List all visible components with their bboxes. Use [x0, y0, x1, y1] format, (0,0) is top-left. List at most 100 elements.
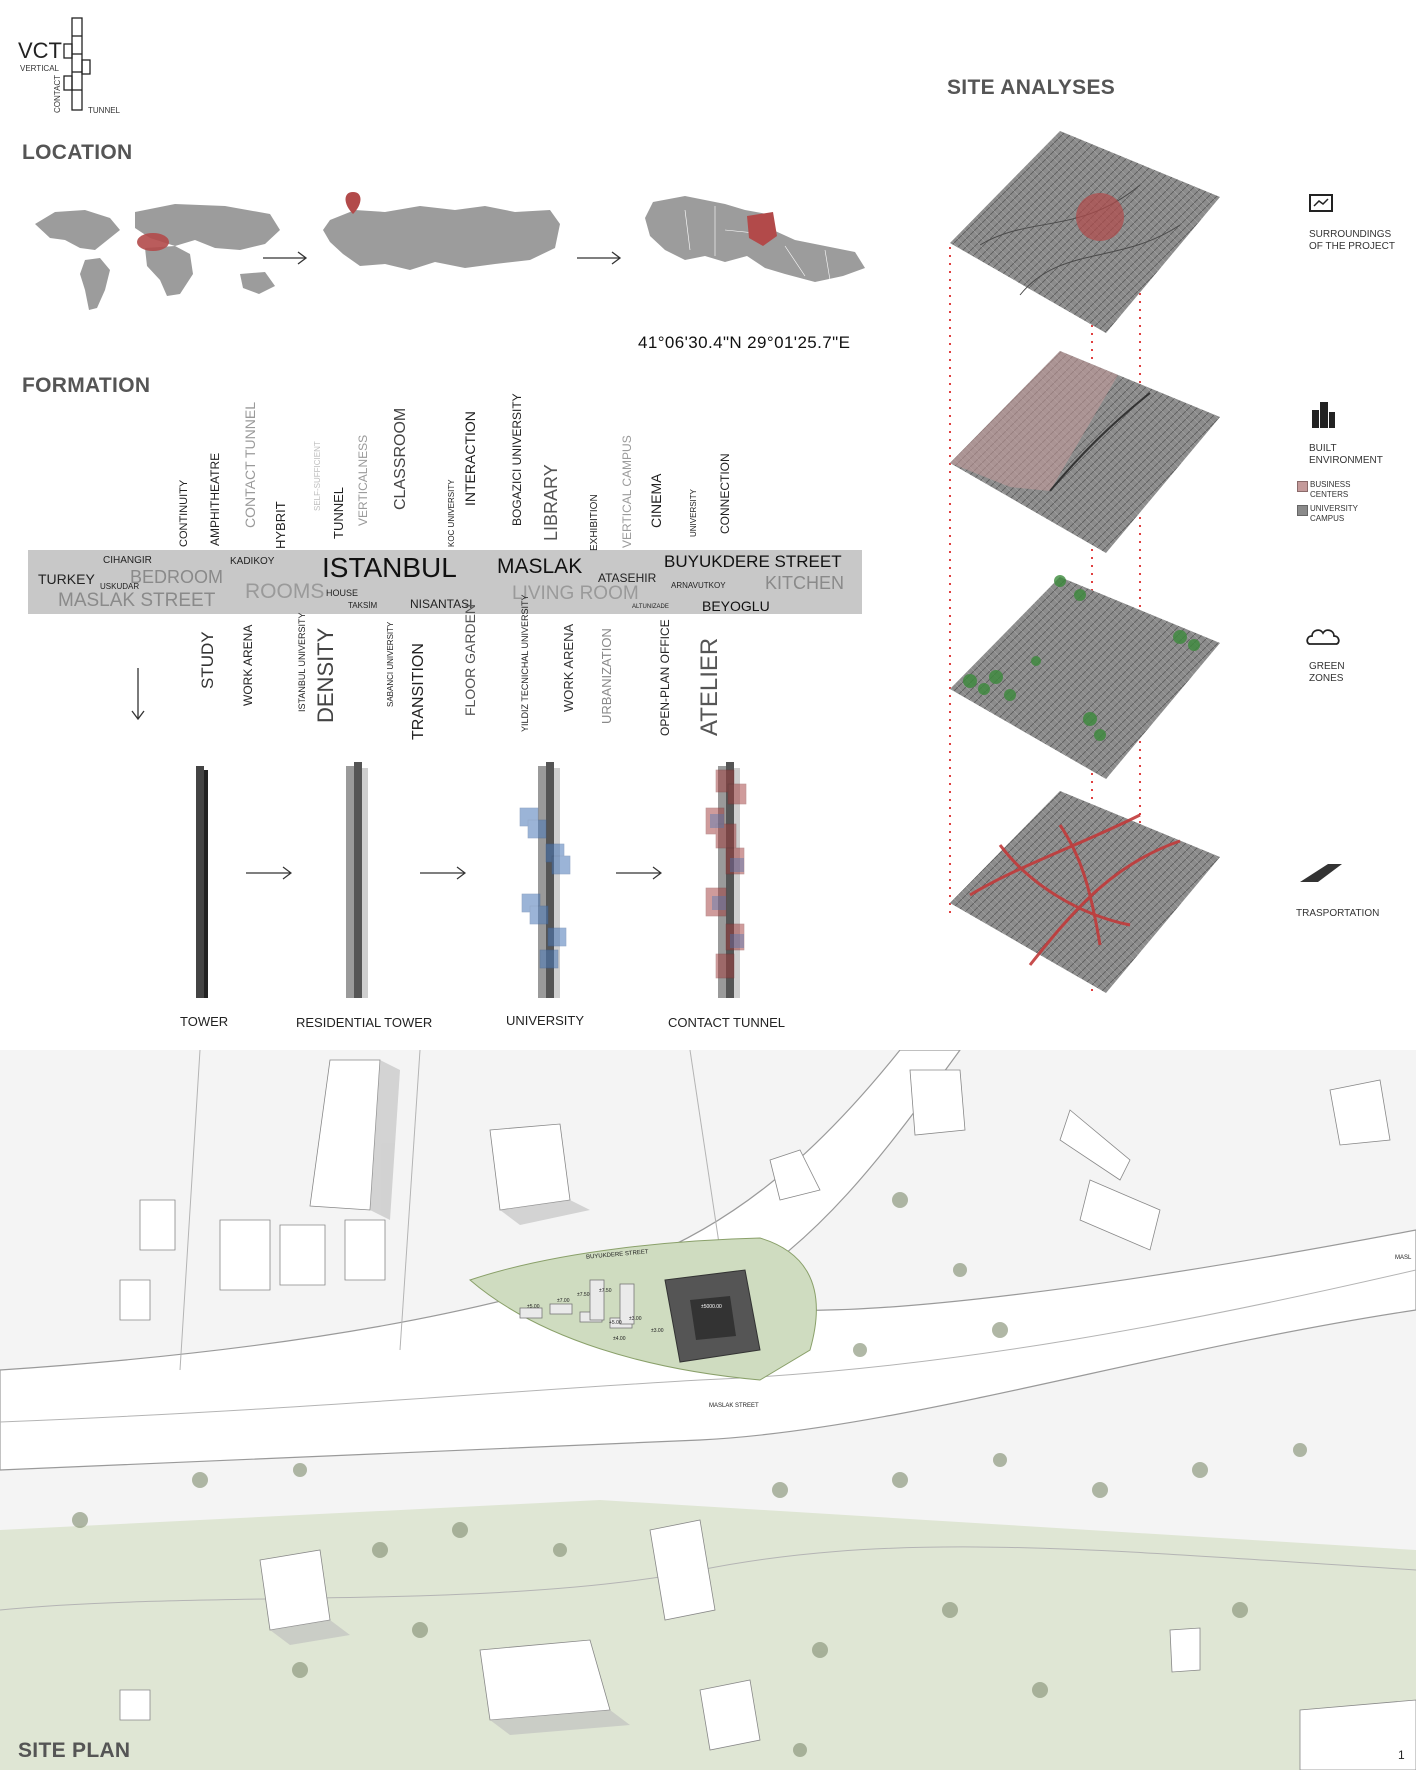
site-analysis-layers — [949, 131, 1220, 995]
arrow-icon — [577, 251, 622, 265]
formation-word-band — [28, 550, 862, 614]
level-label: ±3.00 — [629, 1316, 642, 1322]
layer-surroundings — [950, 131, 1220, 333]
up-word: KOC UNIVERSITY — [447, 479, 456, 547]
band-word: BEDROOM — [130, 567, 224, 587]
formation-heading: FORMATION — [22, 374, 151, 397]
down-word: FLOOR GARDEN — [462, 603, 478, 716]
project-site — [469, 1237, 817, 1381]
down-word: OPEN-PLAN OFFICE — [658, 619, 672, 736]
up-word: TUNNEL — [331, 486, 346, 539]
university-tower-model — [519, 762, 571, 998]
layer-connectors — [949, 245, 1141, 995]
band-word: MASLAK STREET — [58, 590, 216, 611]
site-plan-map — [0, 1050, 1416, 1770]
location-coordinates: 41°06'30.4"N 29°01'25.7"E — [638, 333, 851, 352]
band-word: ROOMS — [245, 580, 325, 603]
legend-surroundings: SURROUNDINGS OF THE PROJECT — [1309, 229, 1395, 252]
up-word: LIBRARY — [541, 464, 561, 541]
down-word: TRANSITION — [410, 643, 427, 740]
band-word: ISTANBUL — [322, 552, 457, 583]
band-word: USKUDAR — [100, 582, 140, 591]
istanbul-map — [645, 196, 865, 282]
site-edge-label: MASL — [1395, 1255, 1412, 1261]
tower-model — [196, 766, 208, 998]
down-word: SABANCI UNIVERSITY — [386, 621, 395, 707]
arrow-icon — [246, 866, 292, 880]
location-heading: LOCATION — [22, 141, 133, 164]
legend-transport: TRASPORTATION — [1296, 908, 1380, 919]
up-word: EXHIBITION — [589, 494, 600, 551]
band-word: TURKEY — [38, 571, 95, 587]
down-word: DENSITY — [313, 627, 338, 723]
down-word: WORK ARENA — [241, 624, 255, 706]
level-label: ±7.00 — [557, 1298, 570, 1304]
contact-tunnel-model — [705, 762, 747, 998]
layer-built — [950, 351, 1220, 553]
built-environment-icon — [1312, 402, 1335, 428]
up-word: HYBRIT — [273, 501, 288, 549]
up-word: AMPHITHEATRE — [208, 452, 222, 546]
band-word: ALTUNIZADE — [632, 604, 669, 610]
up-word: CINEMA — [648, 473, 664, 528]
business-swatch — [1297, 481, 1308, 492]
logo-word-tunnel: TUNNEL — [88, 106, 121, 115]
page-number: 1 — [1398, 1748, 1405, 1762]
up-word: CONNECTION — [718, 453, 732, 534]
residential-tower-model — [346, 762, 368, 998]
up-word: VERTICALNESS — [356, 434, 370, 526]
band-word: KADIKOY — [230, 556, 275, 567]
up-word: UNIVERSITY — [689, 488, 698, 537]
level-label: +5.00 — [609, 1320, 622, 1326]
layer-transport — [950, 791, 1220, 993]
site-street-label-maslak: MASLAK STREET — [709, 1403, 759, 1409]
tower-caption: RESIDENTIAL TOWER — [296, 1015, 433, 1030]
tower-evolution — [196, 762, 747, 998]
legend-built: BUILT ENVIRONMENT — [1309, 443, 1383, 466]
legend-campus: UNIVERSITY CAMPUS — [1310, 504, 1358, 523]
logo-acronym: VCT — [18, 38, 62, 63]
surroundings-icon — [1309, 194, 1333, 212]
band-word: NISANTASI — [410, 597, 473, 611]
world-map — [35, 204, 280, 310]
logo-word-contact: CONTACT — [53, 74, 62, 113]
band-word: TAKSİM — [348, 601, 378, 610]
world-highlight — [137, 233, 169, 251]
up-word: CONTINUITY — [178, 479, 190, 547]
layer-green — [950, 575, 1220, 779]
down-word: URBANIZATION — [599, 628, 614, 724]
arrow-icon — [263, 251, 308, 265]
up-word: SELF-SUFFICIENT — [313, 441, 322, 511]
band-word: KITCHEN — [765, 573, 845, 593]
level-label: ±7.50 — [599, 1288, 612, 1294]
level-label: ±5000.00 — [701, 1304, 722, 1310]
band-word: CIHANGIR — [103, 555, 152, 566]
legend-green: GREEN ZONES — [1309, 661, 1345, 684]
campus-swatch — [1297, 505, 1308, 516]
down-word: ISTANBUL UNIVERSITY — [297, 612, 307, 712]
band-word: ARNAVUTKOY — [671, 581, 726, 590]
location-maps — [35, 192, 865, 310]
band-word: BUYUKDERE STREET — [664, 552, 842, 571]
down-word: WORK ARENA — [561, 623, 576, 712]
site-plan-heading: SITE PLAN — [18, 1739, 131, 1762]
site-analyses-heading: SITE ANALYSES — [947, 76, 1116, 99]
band-word: BEYOGLU — [702, 598, 770, 614]
arrow-icon — [420, 866, 466, 880]
down-arrow-icon — [131, 668, 145, 721]
level-label: ±5.00 — [527, 1304, 540, 1310]
tower-caption: UNIVERSITY — [506, 1013, 585, 1028]
level-label: ±7.50 — [577, 1292, 590, 1298]
arrow-icon — [616, 866, 662, 880]
band-word: LIVING ROOM — [512, 583, 639, 604]
legend-business: BUSINESS CENTERS — [1310, 480, 1351, 499]
band-word: HOUSE — [326, 588, 359, 598]
up-word: BOGAZICI UNIVERSITY — [510, 393, 524, 526]
turkey-map — [323, 192, 560, 270]
logo-ladder-icon — [63, 17, 91, 111]
up-word: CONTACT TUNNEL — [242, 401, 258, 528]
level-label: ±3.00 — [651, 1328, 664, 1334]
down-word: STUDY — [198, 631, 217, 689]
down-word: YILDIZ TECNICHAL UNIVERSITY — [520, 594, 530, 732]
up-word: INTERACTION — [462, 411, 478, 506]
